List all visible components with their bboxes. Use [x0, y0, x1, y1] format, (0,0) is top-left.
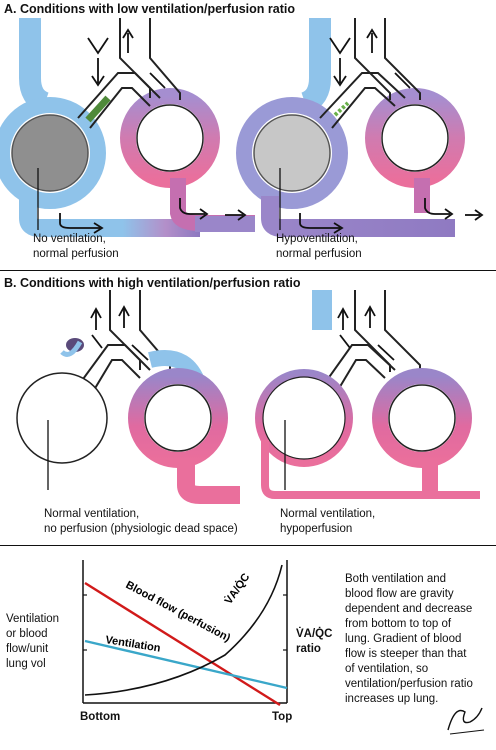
section-b-title: B. Conditions with high ventilation/perf…	[4, 276, 301, 290]
section-a-title: A. Conditions with low ventilation/perfu…	[4, 2, 295, 16]
x-tick-bottom: Bottom	[80, 711, 121, 723]
axis-label-line: lung vol	[6, 658, 46, 670]
caption-line: normal perfusion	[33, 248, 119, 260]
ventilation-line	[84, 639, 288, 690]
axis-label-line: V̇A/Q̇C	[296, 628, 333, 640]
caption-line: No ventilation,	[33, 233, 106, 245]
va-qc-curve	[84, 564, 283, 696]
axis-label-line: Ventilation	[6, 613, 60, 625]
section-a-left-caption: No ventilation, normal perfusion	[33, 232, 119, 262]
note-line: increases up lung.	[345, 693, 439, 705]
caption-line: hypoperfusion	[280, 523, 353, 535]
section-b-right-caption: Normal ventilation, hypoperfusion	[280, 507, 375, 537]
netter-signature	[447, 707, 485, 735]
axis-label-line: or blood	[6, 628, 48, 640]
note-line: lung. Gradient of blood	[345, 633, 462, 645]
axis-label-line: flow/unit	[6, 643, 49, 655]
section-b-left-caption: Normal ventilation, no perfusion (physio…	[44, 507, 238, 537]
note-line: ventilation/perfusion ratio	[345, 678, 473, 690]
caption-line: normal perfusion	[276, 248, 362, 260]
caption-line: Normal ventilation,	[280, 508, 376, 520]
alveolar-unit-dead-space	[16, 290, 240, 504]
y-axis-label-right: V̇A/Q̇C ratio	[296, 627, 332, 657]
axis-label-line: ratio	[296, 643, 321, 655]
alveolar-unit-hypoperfusion	[255, 290, 480, 499]
blood-flow-line	[84, 581, 281, 707]
note-line: blood flow are gravity	[345, 588, 454, 600]
note-line: Both ventilation and	[345, 573, 447, 585]
section-divider	[0, 270, 496, 271]
va-qc-label: V̇A/Q̇C	[222, 571, 252, 607]
caption-line: Normal ventilation,	[44, 508, 140, 520]
x-tick-top: Top	[272, 711, 293, 723]
note-line: of ventilation, so	[345, 663, 429, 675]
alveolar-unit-no-ventilation	[0, 18, 255, 237]
caption-line: Hypoventilation,	[276, 233, 358, 245]
caption-line: no perfusion (physiologic dead space)	[44, 523, 238, 535]
alveolar-unit-hypoventilation	[236, 18, 484, 237]
section-divider	[0, 545, 496, 546]
blood-flow-label: Blood flow (perfusion)	[124, 579, 233, 645]
explanation-note: Both ventilation and blood flow are grav…	[345, 572, 493, 707]
note-line: dependent and decrease	[345, 603, 473, 615]
y-axis-label-left: Ventilation or blood flow/unit lung vol	[6, 612, 59, 672]
note-line: from bottom to top of	[345, 618, 452, 630]
section-a-right-caption: Hypoventilation, normal perfusion	[276, 232, 362, 262]
section-a-illustration	[0, 18, 484, 237]
note-line: flow is steeper than that	[345, 648, 467, 660]
ventilation-perfusion-chart: Blood flow (perfusion) Ventilation V̇A/Q…	[82, 560, 288, 707]
section-b-illustration	[16, 290, 480, 504]
